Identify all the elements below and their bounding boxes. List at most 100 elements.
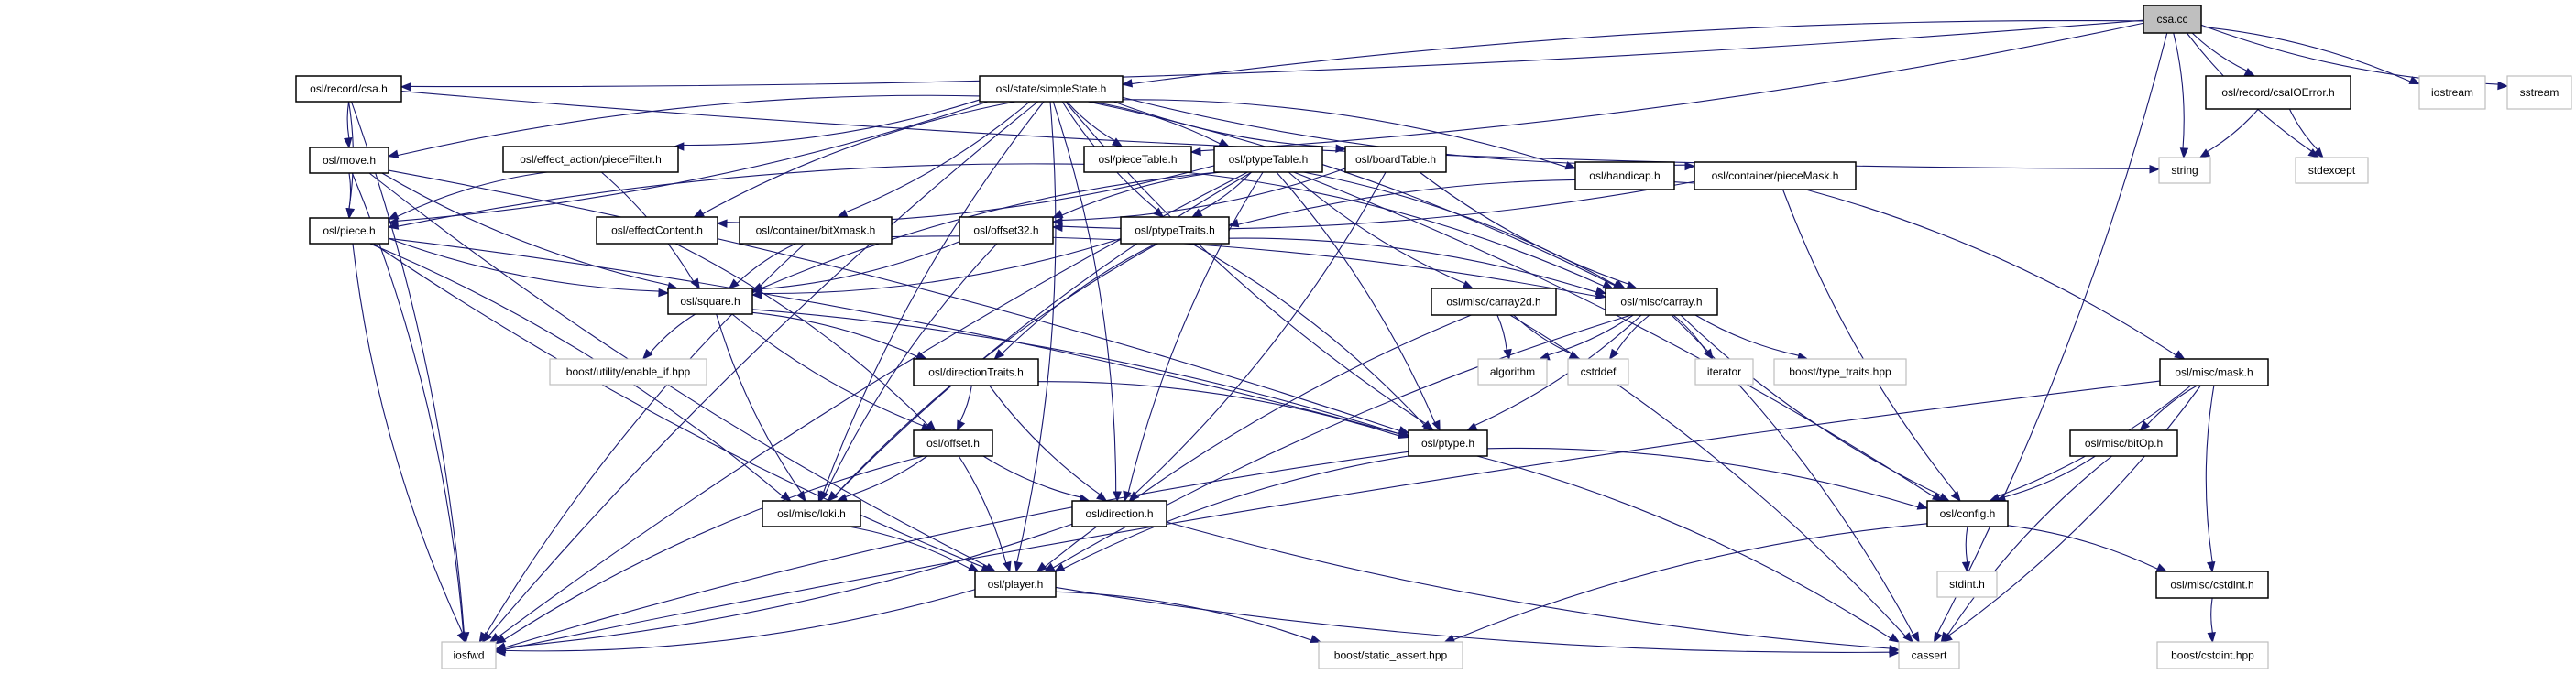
node-label: osl/boardTable.h xyxy=(1355,153,1436,166)
arrowhead-csa_cc-to-string xyxy=(2179,147,2189,159)
node-player[interactable]: osl/player.h xyxy=(974,571,1057,598)
node-label: string xyxy=(2171,164,2198,177)
node-box[interactable] xyxy=(1605,288,1718,316)
edge-ptype-to-player xyxy=(1063,455,1409,570)
node-effectContent[interactable]: osl/effectContent.h xyxy=(596,216,718,245)
node-box[interactable] xyxy=(974,571,1057,598)
node-box[interactable] xyxy=(1083,146,1192,173)
node-box[interactable] xyxy=(1213,146,1323,173)
node-csa_cc[interactable]: csa.cc xyxy=(2143,5,2202,34)
edge-offset-to-direction xyxy=(982,455,1081,498)
node-box[interactable] xyxy=(2155,571,2269,599)
node-label: osl/player.h xyxy=(988,578,1044,591)
node-pieceMask[interactable]: osl/container/pieceMask.h xyxy=(1694,161,1857,190)
node-label: iosfwd xyxy=(453,649,484,662)
node-box[interactable] xyxy=(667,288,753,315)
node-direction[interactable]: osl/direction.h xyxy=(1071,500,1167,527)
edge-square-to-ptype xyxy=(751,309,1400,435)
node-move[interactable]: osl/move.h xyxy=(309,147,389,174)
edge-simpleState-to-player xyxy=(1016,101,1057,563)
arrowhead-record_csa-to-move xyxy=(344,137,353,149)
edge-carray-to-player xyxy=(1052,314,1632,569)
node-sstream: sstream xyxy=(2506,75,2572,110)
node-box xyxy=(1567,358,1629,386)
arrowhead-simpleState-to-direction xyxy=(1113,491,1122,503)
node-label: osl/piece.h xyxy=(323,224,375,237)
edge-square-to-enable_if xyxy=(649,313,696,353)
node-record_csa[interactable]: osl/record/csa.h xyxy=(295,75,402,103)
edge-bitOp-to-cassert xyxy=(1946,455,2112,636)
node-boardTable[interactable]: osl/boardTable.h xyxy=(1344,146,1447,173)
edge-simpleState-to-move xyxy=(397,94,981,157)
arrowhead-pieceMask-to-ptypeTraits xyxy=(1227,219,1240,228)
edge-csa_cc-to-string xyxy=(2173,32,2185,149)
node-box[interactable] xyxy=(762,500,861,527)
node-carray[interactable]: osl/misc/carray.h xyxy=(1605,288,1718,316)
node-box[interactable] xyxy=(2069,429,2178,457)
node-box[interactable] xyxy=(959,216,1054,245)
node-box[interactable] xyxy=(1120,216,1230,245)
arrowhead-csa_cc-to-cassert xyxy=(1933,631,1943,644)
node-box[interactable] xyxy=(2159,358,2269,386)
edge-effectContent-to-offset xyxy=(674,243,928,426)
arrowhead-move-to-piece xyxy=(345,208,355,220)
arrowhead-carray-to-config xyxy=(1938,493,1951,502)
node-box[interactable] xyxy=(2143,5,2202,34)
node-box[interactable] xyxy=(502,146,679,173)
edge-ptypeTable-to-ptypeTraits xyxy=(1199,171,1252,212)
arrowhead-pieceMask-to-offset32 xyxy=(1051,223,1063,233)
node-csaIOError[interactable]: osl/record/csaIOError.h xyxy=(2205,75,2351,110)
node-box[interactable] xyxy=(913,429,993,457)
node-box[interactable] xyxy=(1574,161,1675,190)
edge-record_csa-to-iosfwd xyxy=(350,101,465,634)
node-loki[interactable]: osl/misc/loki.h xyxy=(762,500,861,527)
node-cstdint[interactable]: osl/misc/cstdint.h xyxy=(2155,571,2269,599)
edge-carray-to-iterator xyxy=(1672,314,1707,353)
edge-simpleState-to-carray xyxy=(1087,101,1616,287)
node-ptype[interactable]: osl/ptype.h xyxy=(1408,429,1488,457)
edge-carray2d-to-cstddef xyxy=(1513,314,1573,354)
node-box[interactable] xyxy=(979,75,1124,103)
node-box[interactable] xyxy=(913,358,1039,386)
node-box[interactable] xyxy=(1408,429,1488,457)
node-simpleState[interactable]: osl/state/simpleState.h xyxy=(979,75,1124,103)
node-square[interactable]: osl/square.h xyxy=(667,288,753,315)
node-pieceTable[interactable]: osl/pieceTable.h xyxy=(1083,146,1192,173)
node-box[interactable] xyxy=(295,75,402,103)
node-box[interactable] xyxy=(1694,161,1857,190)
node-box[interactable] xyxy=(309,147,389,174)
node-carray2d[interactable]: osl/misc/carray2d.h xyxy=(1431,288,1557,316)
node-offset[interactable]: osl/offset.h xyxy=(913,429,993,457)
node-box[interactable] xyxy=(1926,500,2009,527)
node-bitOp[interactable]: osl/misc/bitOp.h xyxy=(2069,429,2178,457)
node-config[interactable]: osl/config.h xyxy=(1926,500,2009,527)
edge-offset32-to-square xyxy=(761,241,960,290)
node-box[interactable] xyxy=(2205,75,2351,110)
node-label: osl/container/bitXmask.h xyxy=(756,224,876,237)
node-pieceFilter[interactable]: osl/effect_action/pieceFilter.h xyxy=(502,146,679,173)
node-piece[interactable]: osl/piece.h xyxy=(309,217,389,245)
node-box[interactable] xyxy=(739,216,893,245)
node-handicap[interactable]: osl/handicap.h xyxy=(1574,161,1675,190)
node-label: osl/handicap.h xyxy=(1589,169,1660,182)
node-box[interactable] xyxy=(309,217,389,245)
node-label: osl/directionTraits.h xyxy=(928,366,1024,379)
node-box[interactable] xyxy=(596,216,718,245)
node-directionTraits[interactable]: osl/directionTraits.h xyxy=(913,358,1039,386)
node-ptypeTraits[interactable]: osl/ptypeTraits.h xyxy=(1120,216,1230,245)
node-offset32[interactable]: osl/offset32.h xyxy=(959,216,1054,245)
node-mask[interactable]: osl/misc/mask.h xyxy=(2159,358,2269,386)
edge-carray-to-algorithm xyxy=(1548,314,1634,356)
node-box[interactable] xyxy=(1344,146,1447,173)
edge-direction-to-cassert xyxy=(1166,521,1891,649)
node-label: osl/ptypeTable.h xyxy=(1229,153,1309,166)
node-bitXmask[interactable]: osl/container/bitXmask.h xyxy=(739,216,893,245)
node-ptypeTable[interactable]: osl/ptypeTable.h xyxy=(1213,146,1323,173)
edge-simpleState-to-pieceTable xyxy=(1066,101,1115,142)
node-box[interactable] xyxy=(1431,288,1557,316)
arrowhead-carray-to-cstddef xyxy=(1608,348,1619,361)
node-label: boost/static_assert.hpp xyxy=(1334,649,1448,662)
arrowhead-ptypeTable-to-iosfwd xyxy=(488,632,501,643)
node-box[interactable] xyxy=(1071,500,1167,527)
